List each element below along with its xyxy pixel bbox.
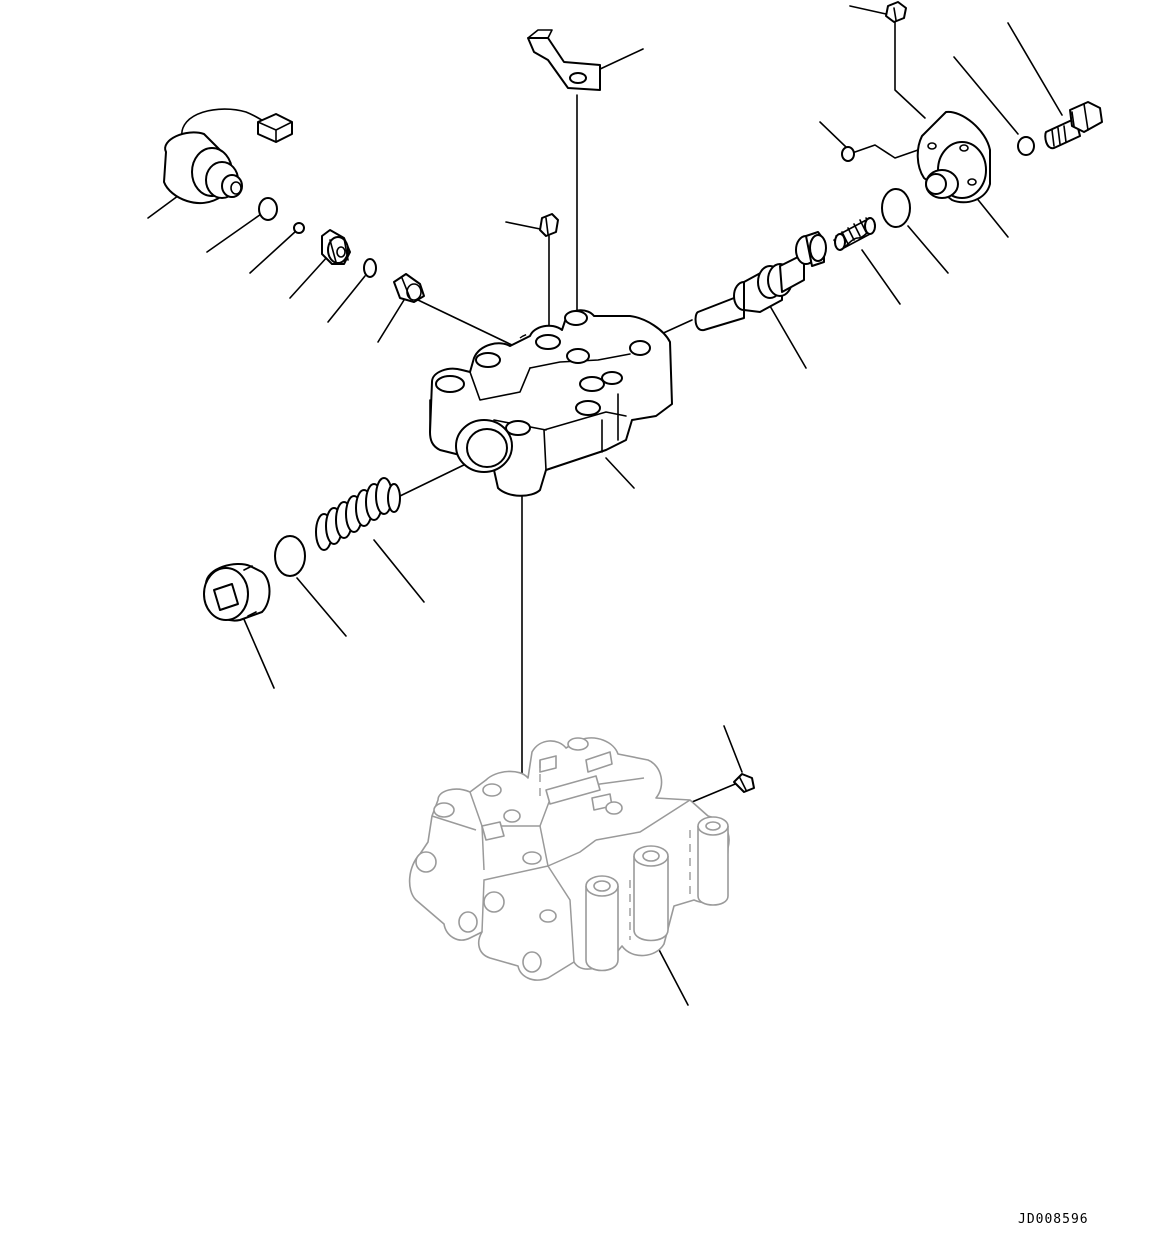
bolt-small-part: [539, 213, 559, 237]
washer-small-part: [841, 146, 855, 162]
cover-part: [916, 110, 991, 204]
bracket-part: [527, 29, 601, 91]
bolt-top-right-part: [885, 1, 907, 23]
spring-small-part: [833, 217, 876, 251]
solenoid-part: [163, 108, 293, 205]
spring-large-part: [315, 477, 401, 551]
washer-part: [1017, 136, 1035, 156]
o-ring-part-4: [274, 535, 306, 577]
orifice-plug-part: [321, 229, 351, 265]
leader-lines: [147, 5, 1063, 1006]
main-valve-body-ghost: [408, 737, 730, 981]
valve-body-part: [429, 309, 673, 497]
o-ring-part-2: [363, 258, 377, 278]
drawing-number-label: JD008596: [1018, 1212, 1089, 1227]
bolt-lower-part: [733, 773, 755, 793]
ball-part: [293, 222, 305, 234]
plug-large-part: [203, 563, 271, 622]
spool-part: [694, 231, 827, 332]
o-ring-part-3: [881, 188, 911, 228]
bolt-part: [1044, 101, 1103, 150]
o-ring-part: [258, 197, 278, 221]
plug-part: [393, 273, 425, 303]
